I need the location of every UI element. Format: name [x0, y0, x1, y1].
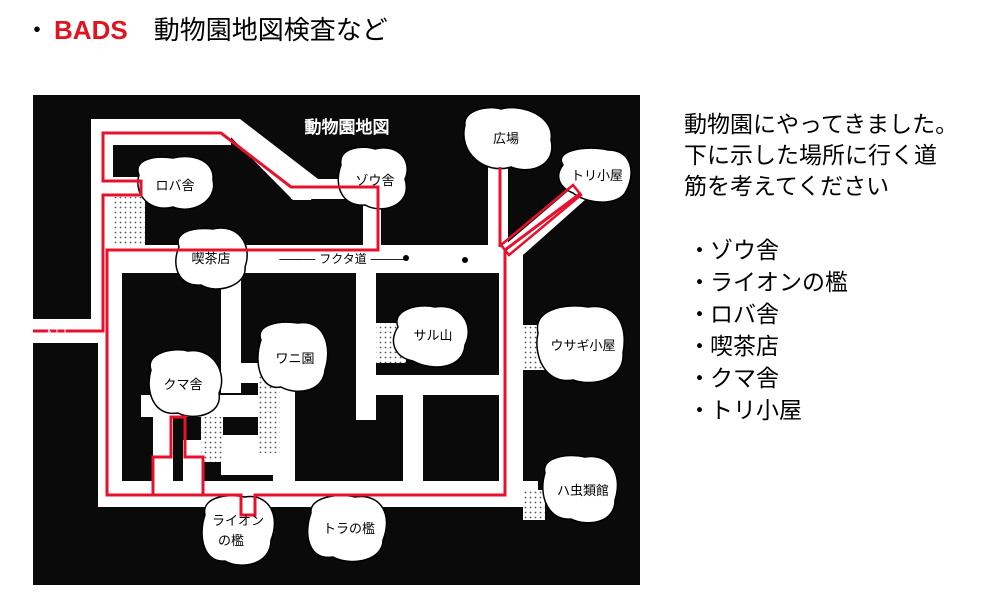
blob-kissa	[175, 227, 248, 290]
target-item: ・トリ小屋	[688, 395, 958, 427]
label-tora: トラの檻	[323, 521, 375, 537]
map-title: 動物園地図	[305, 117, 390, 138]
target-item: ・クマ舎	[688, 363, 958, 395]
header-title: 動物園地図検査など	[153, 16, 388, 46]
route-line	[33, 131, 582, 517]
list-bullet: ・	[688, 302, 711, 328]
label-hiroba: 広場	[493, 132, 519, 147]
label-lion-1: ライオン	[212, 514, 264, 529]
target-item: ・ライオンの檻	[688, 267, 958, 299]
blob-lion	[201, 494, 276, 566]
header-bullet: ・	[24, 16, 51, 46]
label-entrance: 入口	[43, 326, 67, 340]
route-kuma-loop	[151, 415, 205, 495]
target-list: ・ゾウ舎 ・ライオンの檻 ・ロバ舎 ・喫茶店 ・クマ舎 ・トリ小屋	[688, 235, 958, 427]
slide-header: ・BADS 動物園地図検査など	[24, 12, 388, 49]
blob-hachu	[542, 454, 619, 524]
label-road: ――― フクタ道 ―――	[279, 252, 406, 266]
list-bullet: ・	[688, 238, 711, 264]
target-label: ライオンの檻	[710, 270, 848, 296]
blob-usagi	[536, 305, 625, 384]
target-label: クマ舎	[710, 366, 779, 392]
target-item: ・ロバ舎	[688, 299, 958, 331]
label-zou: ゾウ舎	[355, 174, 394, 189]
label-roba: ロバ舎	[155, 179, 194, 194]
blob-hiroba	[463, 106, 553, 171]
road-markers	[403, 255, 468, 263]
blob-zou	[337, 146, 408, 210]
instruction-line: 動物園にやってきました。	[684, 112, 959, 138]
label-usagi: ウサギ小屋	[550, 339, 615, 354]
target-label: ゾウ舎	[710, 238, 779, 264]
target-item: ・ゾウ舎	[688, 235, 958, 267]
list-bullet: ・	[688, 334, 711, 360]
instruction-line: 下に示した場所に行く道	[684, 143, 937, 169]
instruction-text: 動物園にやってきました。 下に示した場所に行く道 筋を考えてください	[684, 110, 958, 203]
label-lion-2: の檻	[218, 533, 244, 549]
label-tori: トリ小屋	[571, 169, 623, 184]
label-saru: サル山	[413, 329, 452, 344]
blob-roba	[137, 155, 215, 210]
red-route	[33, 131, 582, 517]
label-wani: ワニ園	[275, 352, 314, 367]
map-labels: 動物園地図 ロバ舎 ゾウ舎 広場 トリ小屋 喫茶店 ――― フクタ道 ――― 入…	[43, 117, 623, 549]
label-hachu: ハ虫類館	[557, 484, 609, 499]
target-label: 喫茶店	[710, 334, 779, 360]
label-kuma: クマ舎	[163, 378, 202, 393]
instruction-panel: 動物園にやってきました。 下に示した場所に行く道 筋を考えてください ・ゾウ舎 …	[684, 110, 958, 427]
target-label: ロバ舎	[710, 302, 779, 328]
blob-kuma	[148, 349, 223, 418]
header-tag: BADS	[54, 15, 128, 45]
instruction-line: 筋を考えてください	[684, 174, 890, 200]
target-item: ・喫茶店	[688, 331, 958, 363]
label-kissa: 喫茶店	[191, 251, 230, 267]
zoo-map: 動物園地図 ロバ舎 ゾウ舎 広場 トリ小屋 喫茶店 ――― フクタ道 ――― 入…	[33, 95, 640, 585]
list-bullet: ・	[688, 398, 711, 424]
target-label: トリ小屋	[710, 398, 802, 424]
blob-wani	[257, 321, 329, 393]
tori-path-marker	[499, 183, 583, 257]
blob-saru	[392, 305, 469, 368]
list-bullet: ・	[688, 270, 711, 296]
list-bullet: ・	[688, 366, 711, 392]
